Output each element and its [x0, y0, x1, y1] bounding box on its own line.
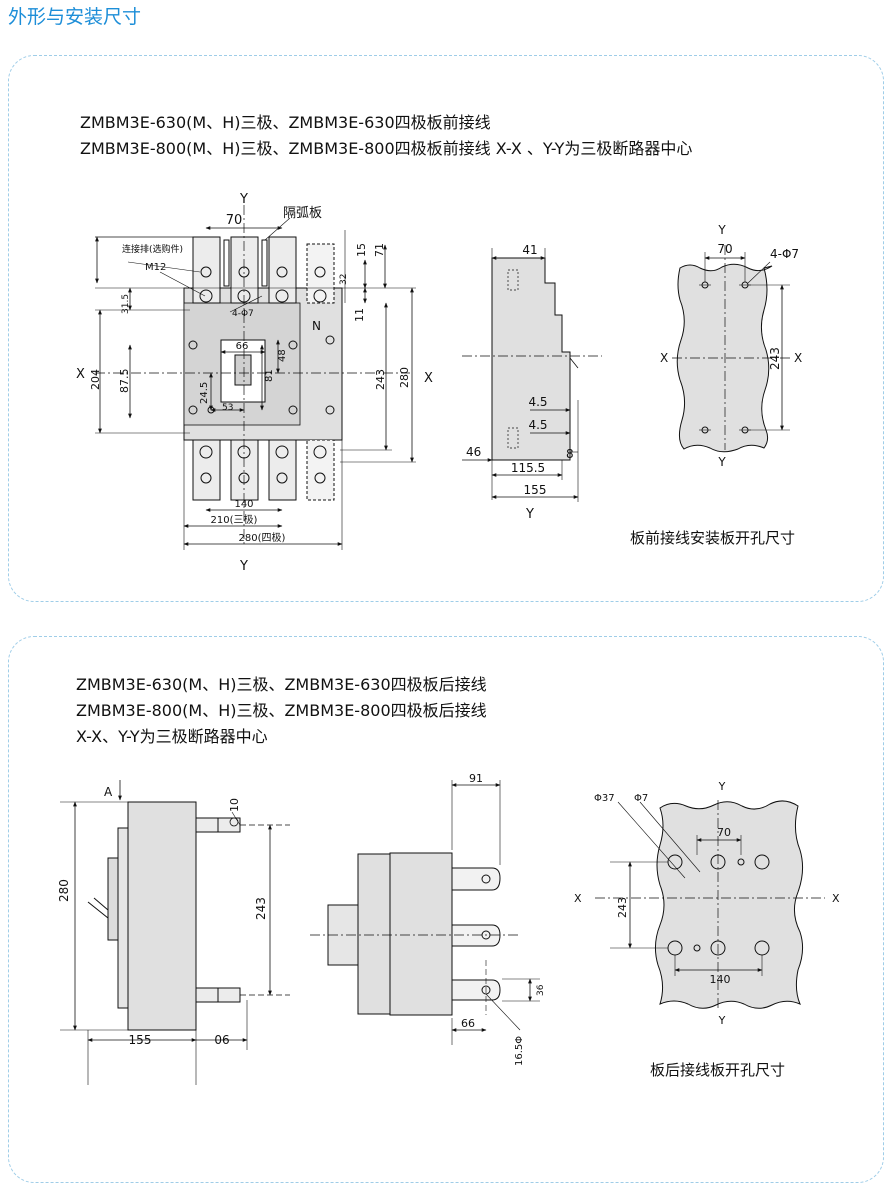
- cutout-dim-70: 70: [717, 242, 732, 256]
- rear-cutout-y-top: Y: [718, 780, 726, 793]
- front-cutout-drawing: [672, 245, 790, 453]
- rear-side-view-drawing: [87, 801, 290, 1031]
- rear-dim-91: 91: [469, 772, 483, 785]
- rear-phi7: Φ7: [634, 793, 648, 804]
- side-y-label: Y: [525, 507, 534, 522]
- dim-81: 81: [264, 369, 275, 382]
- dim-4-5-b: 4.5: [528, 418, 547, 432]
- rear-top-view-labels: 91 36 66 16.5Φ: [461, 772, 546, 1066]
- front-cutout-labels: Y Y X X 70 4-Φ7 243: [660, 223, 802, 469]
- dim-155: 155: [524, 483, 547, 497]
- screw-label: M12: [145, 262, 166, 273]
- rear-side-view-dimensions: [60, 780, 272, 1085]
- dim-48: 48: [277, 349, 288, 362]
- rear-cutout-caption: 板后接线板开孔尺寸: [650, 1061, 786, 1079]
- dim-210: 210(三极): [211, 513, 258, 526]
- connector-bar-label: 连接排(选购件): [122, 243, 183, 255]
- dim-4-5-a: 4.5: [528, 395, 547, 409]
- dim-243: 243: [374, 369, 387, 390]
- front-side-view-drawing: [462, 257, 602, 461]
- front-view-dimensions: [95, 217, 416, 550]
- rear-dim-16-5: 16.5Φ: [514, 1036, 525, 1066]
- cutout-holes: 4-Φ7: [770, 247, 799, 261]
- rear-dim-10: 10: [228, 798, 241, 812]
- cutout-x-right: X: [794, 351, 802, 365]
- rear-dim-243: 243: [254, 897, 268, 920]
- rear-cutout-dim-243: 243: [616, 897, 629, 918]
- dim-87-5: 87.5: [118, 369, 131, 394]
- front-x-left-label: X: [76, 367, 85, 382]
- rear-top-view-dimensions: [451, 780, 540, 1045]
- cutout-y-top: Y: [717, 223, 726, 237]
- rear-phi37: Φ37: [594, 793, 615, 804]
- rear-connection-panel: [8, 636, 884, 1183]
- cutout-x-left: X: [660, 351, 668, 365]
- front-side-view-dimensions: [462, 248, 579, 502]
- rear-cutout-drawing: [595, 800, 825, 1010]
- rear-dim-280: 280: [57, 879, 71, 902]
- rear-top-view-drawing: [310, 852, 520, 1016]
- front-heading-line2: ZMBM3E-800(M、H)三极、ZMBM3E-800四极板前接线 X-X 、…: [80, 139, 693, 158]
- dim-204: 204: [89, 369, 102, 390]
- front-y-bottom-label: Y: [239, 559, 248, 574]
- dim-31-5: 31.5: [121, 294, 131, 314]
- rear-cutout-dimensions: [610, 801, 763, 976]
- rear-dim-90: 06: [214, 1033, 229, 1047]
- front-x-right-label: X: [424, 371, 433, 386]
- dim-70: 70: [226, 213, 243, 228]
- rear-cutout-x-left: X: [574, 892, 582, 905]
- dim-11: 11: [353, 308, 366, 322]
- dim-41: 41: [522, 243, 537, 257]
- rear-cutout-y-bottom: Y: [718, 1014, 726, 1027]
- rear-dim-36: 36: [536, 984, 546, 996]
- dim-115-5: 115.5: [511, 461, 545, 475]
- rear-heading-line3: X-X、Y-Y为三极断路器中心: [76, 727, 268, 746]
- front-y-top-label: Y: [239, 192, 248, 207]
- dim-280-4p: 280(四极): [239, 531, 286, 544]
- label-a: A: [104, 785, 113, 799]
- dim-24-5: 24.5: [199, 382, 210, 404]
- dim-140: 140: [234, 499, 253, 510]
- rear-side-view-labels: A 10 280 243 155 06: [57, 785, 268, 1047]
- dim-46: 46: [466, 445, 481, 459]
- dim-15: 15: [355, 243, 368, 257]
- rear-heading-line2: ZMBM3E-800(M、H)三极、ZMBM3E-800四极板后接线: [76, 701, 487, 720]
- front-cutout-dimensions: [704, 252, 790, 431]
- dim-8: 8: [566, 447, 574, 461]
- rear-cutout-labels: Y Y X X Φ37 Φ7 70 243 140: [574, 780, 840, 1027]
- rear-cutout-dim-140: 140: [710, 973, 731, 986]
- dim-66: 66: [236, 341, 249, 352]
- front-view-labels: Y Y X X 隔弧板 连接排(选购件) M12 4-Φ7 N 70 15 71…: [76, 192, 433, 574]
- rear-cutout-dim-70: 70: [717, 826, 731, 839]
- rear-dim-66: 66: [461, 1017, 475, 1030]
- front-side-view-labels: 41 4.5 4.5 46 115.5 8 155 Y: [466, 243, 574, 522]
- front-connection-panel: [8, 55, 884, 602]
- page-title: 外形与安装尺寸: [8, 6, 142, 28]
- dim-53: 53: [222, 403, 233, 413]
- rear-cutout-x-right: X: [832, 892, 840, 905]
- dim-71: 71: [373, 243, 386, 257]
- cutout-dim-243: 243: [768, 347, 782, 370]
- front-heading-line1: ZMBM3E-630(M、H)三极、ZMBM3E-630四极板前接线: [80, 113, 491, 132]
- rear-heading-line1: ZMBM3E-630(M、H)三极、ZMBM3E-630四极板后接线: [76, 675, 487, 694]
- neutral-label: N: [312, 319, 321, 333]
- arc-plate-label: 隔弧板: [283, 206, 322, 221]
- cutout-y-bottom: Y: [717, 455, 726, 469]
- front-holes-label: 4-Φ7: [232, 309, 254, 319]
- front-cutout-caption: 板前接线安装板开孔尺寸: [630, 529, 796, 547]
- dim-32: 32: [339, 274, 349, 285]
- dim-280: 280: [398, 367, 411, 388]
- rear-dim-155: 155: [129, 1033, 152, 1047]
